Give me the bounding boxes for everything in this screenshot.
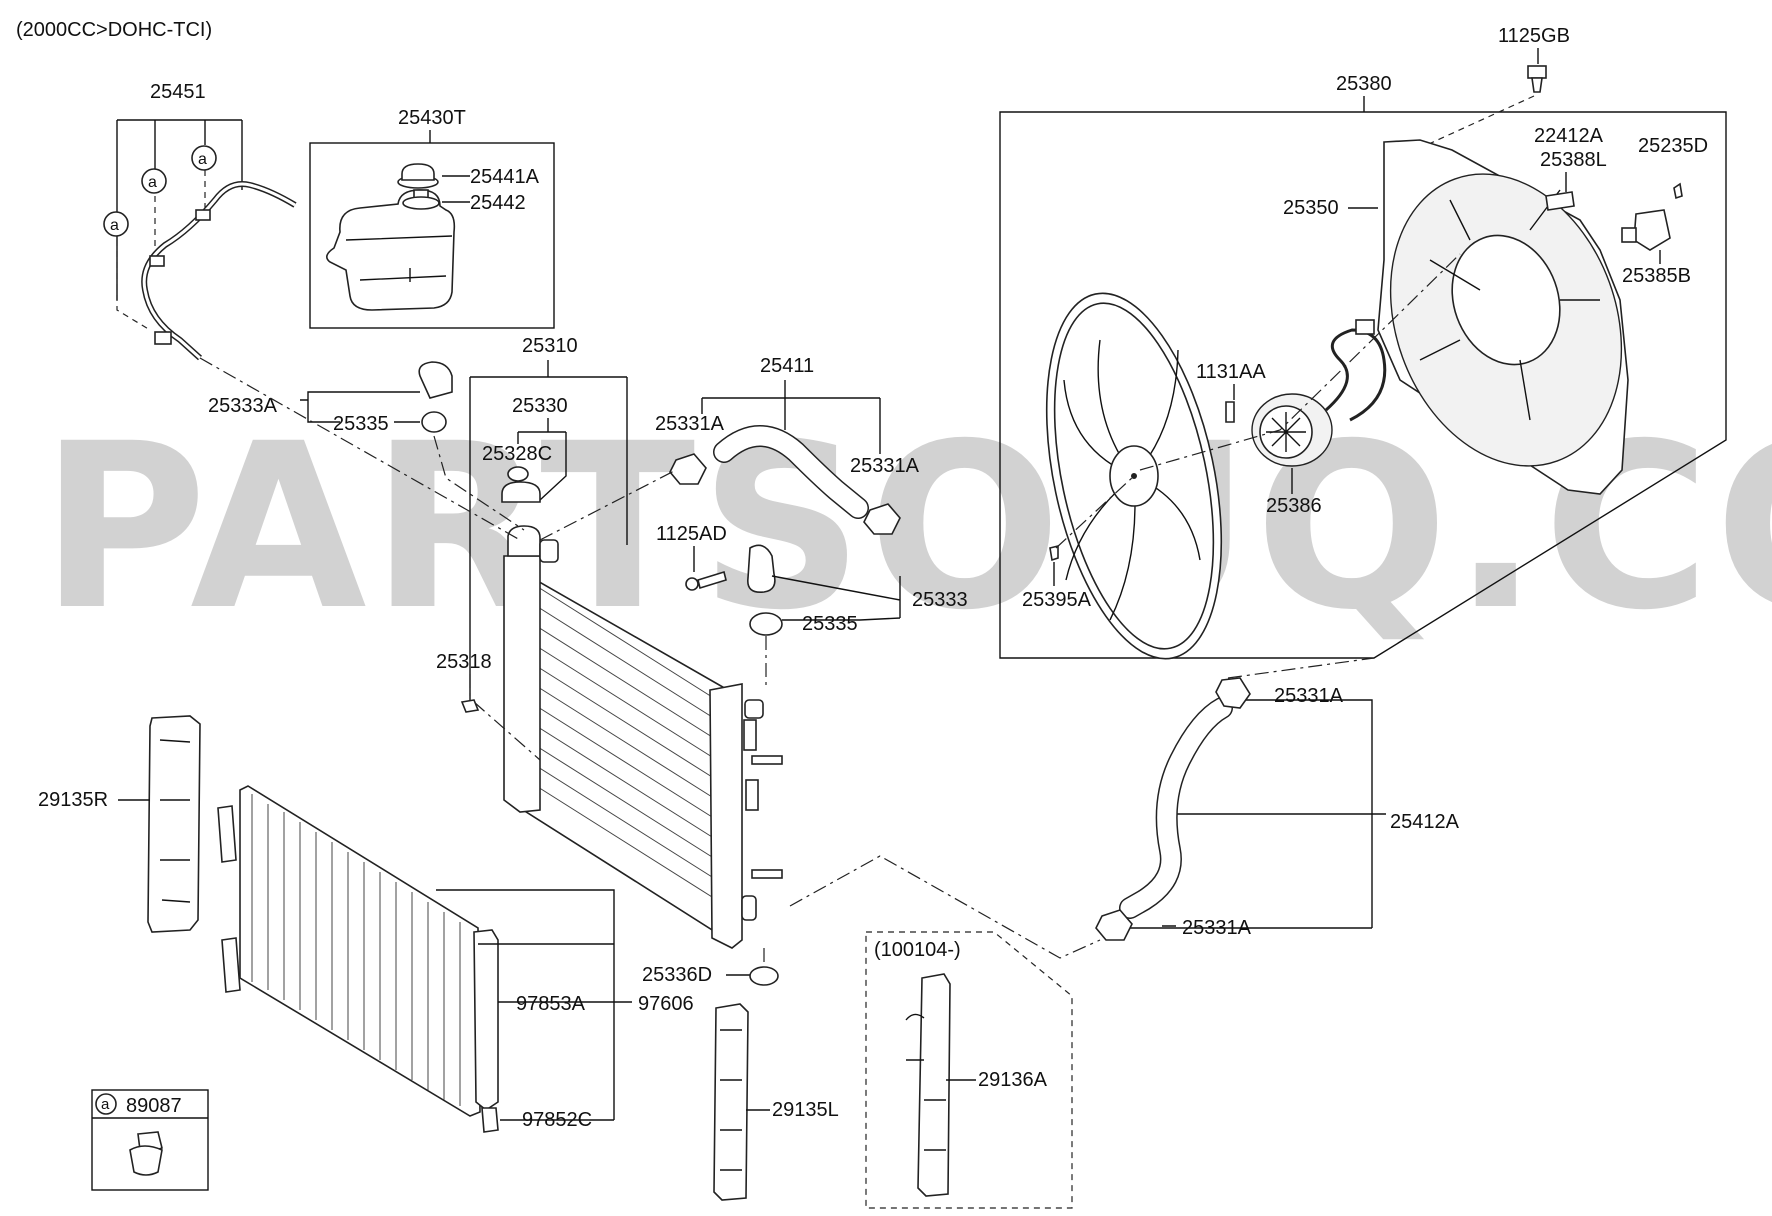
hose-assembly-25451[interactable]: a a a <box>103 119 297 361</box>
screw-25395A[interactable] <box>1049 544 1059 562</box>
callout-1131AA: 1131AA <box>1196 361 1266 383</box>
callout-25335-upper: 25335 <box>333 413 389 435</box>
legend-marker-circle <box>95 1093 117 1115</box>
clip-89087-icon <box>129 1131 163 1176</box>
mount-bracket-25333[interactable] <box>747 544 776 594</box>
callout-25442: 25442 <box>470 192 526 214</box>
lower-radiator-hose[interactable] <box>1119 697 1233 919</box>
legend-part-89087: 89087 <box>126 1095 182 1117</box>
mount-insulator-25335-upper[interactable] <box>421 411 447 433</box>
callout-25395A: 25395A <box>1022 589 1092 611</box>
callout-25331A-2: 25331A <box>850 455 920 477</box>
upper-radiator-hose[interactable] <box>713 425 869 519</box>
clip-marker-label: a <box>148 174 157 191</box>
fan-motor-25386[interactable] <box>1251 319 1387 467</box>
radiator-cap-seal[interactable] <box>507 466 529 482</box>
callout-25310: 25310 <box>522 335 578 357</box>
resistor-25385B[interactable] <box>1621 209 1671 251</box>
hose-clamp-1[interactable] <box>669 453 707 485</box>
callout-100104: (100104-) <box>874 939 961 961</box>
air-guard-29135R[interactable] <box>147 715 201 933</box>
fan-shroud-25350[interactable] <box>1351 139 1660 499</box>
callout-25330: 25330 <box>512 395 568 417</box>
screw-1131AA[interactable] <box>1225 401 1235 423</box>
callout-25318: 25318 <box>436 651 492 673</box>
cooling-fan-25231[interactable] <box>1017 277 1251 674</box>
condenser-core[interactable] <box>217 785 499 1117</box>
callout-29136A: 29136A <box>978 1069 1048 1091</box>
callout-97852C: 97852C <box>522 1109 592 1131</box>
hose-clamp-3[interactable] <box>1215 677 1251 709</box>
radiator-fins <box>529 581 721 903</box>
hose-clamp-4[interactable] <box>1095 909 1133 941</box>
callout-25335-mid: 25335 <box>802 613 858 635</box>
callout-25331A-3: 25331A <box>1274 685 1344 707</box>
lower-insulator-25336D[interactable] <box>749 966 779 986</box>
air-guard-29136A[interactable] <box>905 973 951 1197</box>
fan-shroud-group-box <box>999 111 1727 659</box>
reservoir-tank[interactable] <box>326 189 456 311</box>
callout-25411: 25411 <box>760 355 814 377</box>
callout-97606: 97606 <box>638 993 694 1015</box>
callout-25235D: 25235D <box>1638 135 1708 157</box>
callout-25350: 25350 <box>1283 197 1339 219</box>
callout-25331A-1: 25331A <box>655 413 725 435</box>
screw-25235D[interactable] <box>1673 182 1683 200</box>
mount-insulator-25335-mid[interactable] <box>749 612 783 636</box>
callout-25451: 25451 <box>150 81 206 103</box>
engine-spec-title: (2000CC>DOHC-TCI) <box>16 19 212 41</box>
callout-25333A: 25333A <box>208 395 278 417</box>
clip-marker-label: a <box>110 217 119 234</box>
variant-box <box>865 931 1073 1209</box>
mount-bracket-25333A[interactable] <box>418 361 453 399</box>
callout-25328C: 25328C <box>482 443 552 465</box>
callout-25336D: 25336D <box>642 964 712 986</box>
reservoir-group-box <box>309 142 555 329</box>
callout-97853A: 97853A <box>516 993 586 1015</box>
bolt-1125AD[interactable] <box>685 570 727 591</box>
callout-25388L: 25388L <box>1540 149 1607 171</box>
air-guard-29135L[interactable] <box>713 1003 749 1201</box>
callout-25441A: 25441A <box>470 166 540 188</box>
callout-25385B: 25385B <box>1622 265 1691 287</box>
bolt-1125GB[interactable] <box>1527 65 1547 93</box>
legend-marker: a <box>101 1096 110 1113</box>
callout-29135R: 29135R <box>38 789 108 811</box>
legend-box: a 89087 <box>91 1089 209 1191</box>
label-plate-22412A[interactable] <box>1545 191 1575 211</box>
reservoir-cap-gasket[interactable] <box>402 196 440 210</box>
callout-25333: 25333 <box>912 589 968 611</box>
callout-1125GB: 1125GB <box>1498 25 1570 47</box>
clip-marker-a-2 <box>141 168 167 194</box>
callout-1125AD: 1125AD <box>656 523 727 545</box>
callout-25412A: 25412A <box>1390 811 1460 833</box>
callout-22412A: 22412A <box>1534 125 1604 147</box>
drain-plug-25318[interactable] <box>460 699 480 713</box>
reservoir-cap[interactable] <box>397 163 439 189</box>
callout-25430T: 25430T <box>398 107 466 129</box>
clip-marker-a-3 <box>191 145 217 171</box>
radiator-core[interactable] <box>503 525 783 949</box>
callout-25386: 25386 <box>1266 495 1322 517</box>
clip-marker-label: a <box>198 151 207 168</box>
callout-29135L: 29135L <box>772 1099 839 1121</box>
callout-25380: 25380 <box>1336 73 1392 95</box>
receiver-drier-plug-97852C[interactable] <box>481 1107 499 1133</box>
clip-marker-a-1 <box>103 211 129 237</box>
radiator-cap[interactable] <box>501 481 541 503</box>
hose-clamp-2[interactable] <box>863 503 901 535</box>
